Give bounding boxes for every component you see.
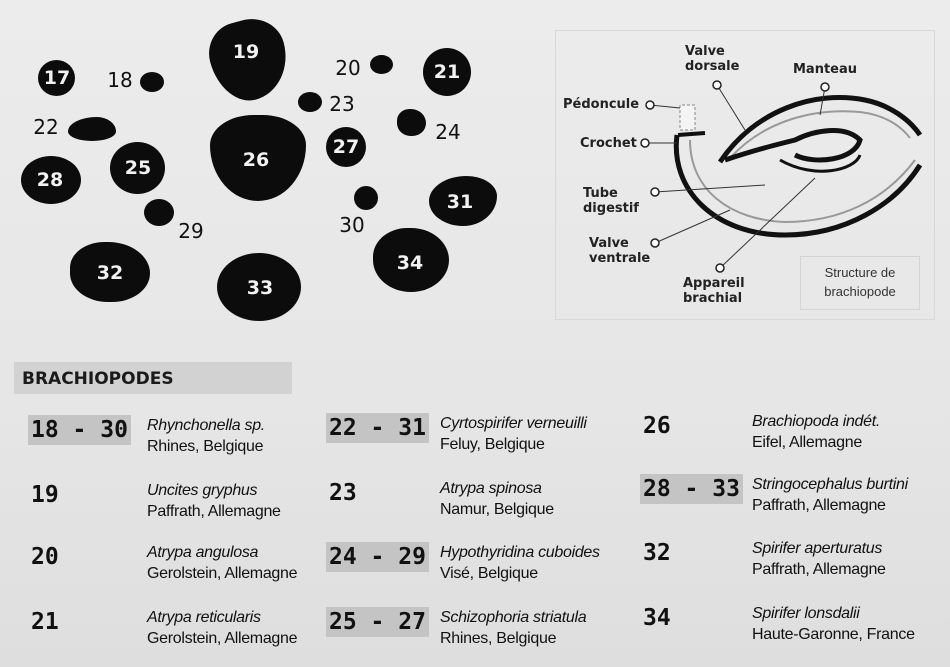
specimen-17	[38, 60, 75, 96]
species-name: Atrypa reticularis	[147, 609, 261, 626]
diagram-caption: Structure de brachiopode	[800, 256, 920, 310]
caption-line-2: brachiopode	[824, 284, 896, 299]
specimen-label-33: 33	[246, 277, 274, 299]
entry-number: 24 - 29	[326, 542, 429, 572]
specimen-27	[326, 127, 366, 167]
species-name: Spirifer lonsdalii	[752, 605, 860, 622]
entry-number: 18 - 30	[28, 415, 131, 445]
label-valve-ventrale: Valve ventrale	[589, 236, 651, 266]
label-crochet: Crochet	[580, 136, 637, 151]
entry-number: 25 - 27	[326, 607, 429, 637]
specimen-label-17: 17	[43, 67, 71, 89]
specimen-20	[370, 55, 393, 74]
specimen-label-22: 22	[33, 115, 59, 139]
entry-number: 20	[31, 544, 59, 570]
species-name: Cyrtospirifer verneuilli	[440, 415, 587, 432]
specimen-label-24: 24	[435, 120, 461, 144]
specimen-18	[140, 72, 164, 92]
location: Rhines, Belgique	[147, 438, 264, 455]
specimen-label-30: 30	[339, 213, 365, 237]
entry-number: 32	[643, 540, 671, 566]
specimen-label-20: 20	[335, 56, 361, 80]
specimen-label-29: 29	[178, 219, 204, 243]
specimen-24	[397, 109, 426, 136]
species-name: Atrypa angulosa	[147, 544, 259, 561]
specimen-30	[354, 186, 378, 210]
species-name: Rhynchonella sp.	[147, 417, 265, 434]
label-valve-dorsale: Valve dorsale	[685, 44, 740, 74]
entry-text: Rhynchonella sp. Rhines, Belgique	[147, 415, 265, 457]
entry-number: 28 - 33	[640, 474, 743, 504]
specimen-label-32: 32	[96, 262, 124, 284]
location: Paffrath, Allemagne	[752, 561, 886, 578]
specimen-label-28: 28	[36, 169, 64, 191]
specimen-label-27: 27	[332, 136, 360, 158]
location: Paffrath, Allemagne	[752, 497, 886, 514]
label-pedoncule: Pédoncule	[563, 97, 640, 112]
specimen-23	[298, 92, 322, 112]
specimen-29	[144, 199, 174, 226]
specimen-34	[373, 228, 449, 292]
species-name: Uncites gryphus	[147, 482, 258, 499]
entry-number: 21	[31, 609, 59, 635]
specimen-label-23: 23	[329, 92, 355, 116]
location: Eifel, Allemagne	[752, 434, 862, 451]
species-name: Spirifer aperturatus	[752, 540, 883, 557]
specimen-label-31: 31	[446, 191, 474, 213]
specimen-32	[70, 242, 150, 302]
species-name: Stringocephalus burtini	[752, 476, 908, 493]
brachiopod-illustration	[555, 30, 935, 320]
specimen-label-18: 18	[107, 68, 133, 92]
location: Visé, Belgique	[440, 565, 538, 582]
species-name: Schizophoria striatula	[440, 609, 587, 626]
entry-number: 34	[643, 605, 671, 631]
specimen-25	[110, 142, 165, 194]
entry-text: Brachiopoda indét. Eifel, Allemagne	[752, 411, 880, 453]
label-appareil-brachial: Appareil brachial	[683, 276, 745, 306]
specimen-31	[429, 176, 497, 226]
specimen-21	[423, 48, 471, 96]
specimen-26	[210, 115, 306, 201]
location: Gerolstein, Allemagne	[147, 630, 298, 647]
entry-number: 23	[329, 480, 357, 506]
specimen-22	[68, 117, 116, 141]
location: Rhines, Belgique	[440, 630, 557, 647]
entry-number: 22 - 31	[326, 413, 429, 443]
specimen-label-19: 19	[232, 41, 260, 63]
section-title: BRACHIOPODES	[22, 369, 174, 389]
specimen-28	[21, 156, 81, 204]
label-manteau: Manteau	[793, 62, 858, 77]
location: Gerolstein, Allemagne	[147, 565, 298, 582]
brachiopod-structure-diagram: Pédoncule Crochet Valve dorsale Manteau …	[555, 30, 935, 320]
entry-number: 19	[31, 482, 59, 508]
location: Haute-Garonne, France	[752, 626, 915, 643]
species-name: Hypothyridina cuboides	[440, 544, 600, 561]
specimen-label-25: 25	[124, 157, 152, 179]
location: Namur, Belgique	[440, 501, 554, 518]
specimen-label-21: 21	[433, 61, 461, 83]
location: Paffrath, Allemagne	[147, 503, 281, 520]
location: Feluy, Belgique	[440, 436, 545, 453]
species-name: Atrypa spinosa	[440, 480, 542, 497]
label-tube-digestif: Tube digestif	[583, 186, 639, 216]
specimen-33	[217, 253, 301, 321]
species-name: Brachiopoda indét.	[752, 413, 881, 430]
section-header: BRACHIOPODES	[14, 362, 292, 394]
caption-line-1: Structure de	[824, 265, 896, 280]
entry-number: 26	[643, 413, 671, 439]
specimen-label-34: 34	[396, 252, 424, 274]
specimen-label-26: 26	[242, 149, 270, 171]
